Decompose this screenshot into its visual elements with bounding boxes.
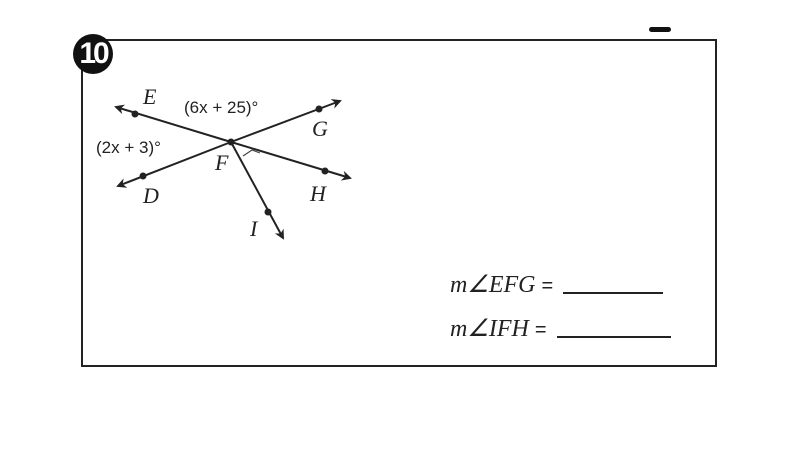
question-ifh-equals: = bbox=[534, 319, 547, 341]
question-ifh: m∠IFH= bbox=[450, 314, 671, 343]
answer-efg-blank[interactable] bbox=[563, 272, 664, 294]
angle-expr-left: (2x + 3)° bbox=[96, 138, 161, 157]
question-efg-label: m∠EFG bbox=[450, 272, 536, 298]
ray-fi bbox=[230, 141, 284, 240]
question-ifh-label: m∠IFH bbox=[450, 316, 529, 342]
point-g-dot bbox=[315, 105, 323, 113]
label-i: I bbox=[249, 216, 259, 241]
question-efg: m∠EFG= bbox=[450, 270, 664, 299]
angle-expr-top: (6x + 25)° bbox=[184, 98, 258, 117]
label-e: E bbox=[142, 84, 157, 109]
question-efg-equals: = bbox=[541, 275, 554, 297]
label-d: D bbox=[142, 183, 159, 208]
point-d-dot bbox=[139, 172, 147, 180]
problem-number-badge: 10 bbox=[73, 34, 113, 74]
ray-fh bbox=[230, 141, 352, 181]
label-h: H bbox=[309, 181, 327, 206]
right-angle-mark bbox=[242, 149, 261, 157]
point-e-dot bbox=[131, 110, 139, 118]
problem-box bbox=[81, 39, 717, 367]
point-i-dot bbox=[264, 208, 272, 216]
corner-mark bbox=[649, 27, 671, 32]
label-g: G bbox=[312, 116, 328, 141]
point-f-dot bbox=[227, 138, 235, 146]
ray-fd bbox=[116, 141, 232, 188]
label-f: F bbox=[214, 150, 229, 175]
answer-ifh-blank[interactable] bbox=[556, 316, 671, 338]
point-h-dot bbox=[321, 167, 329, 175]
